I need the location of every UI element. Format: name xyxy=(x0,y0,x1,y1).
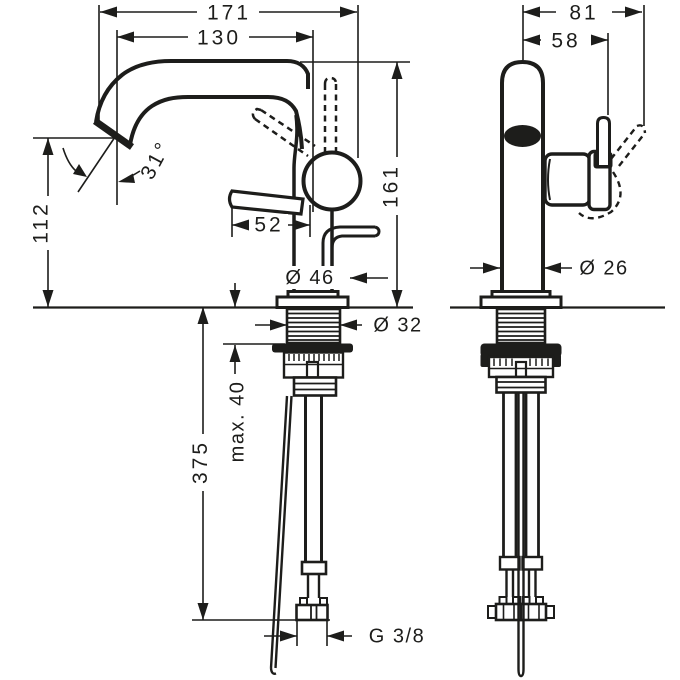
handle-diagonal-dashed xyxy=(251,107,316,158)
dim-label-52: 52 xyxy=(254,214,283,237)
dimension-labels: 171 130 112 161 52 31° Ø 46 Ø 32 max. 40… xyxy=(30,2,628,648)
threaded-shank-right xyxy=(495,307,547,345)
dimension-arrows xyxy=(42,6,642,642)
left-view-side xyxy=(33,59,413,675)
gasket xyxy=(272,343,353,353)
supply-hoses-right-view xyxy=(487,393,555,622)
dim-label-375: 375 xyxy=(189,440,212,484)
pull-rod-right-view xyxy=(517,393,525,678)
angle-arrow xyxy=(118,173,135,183)
dim-label-171: 171 xyxy=(207,2,251,25)
joystick-rod xyxy=(596,115,611,165)
dim-label-dia32: Ø 32 xyxy=(373,315,422,337)
spout-outlet-ellipse xyxy=(504,125,541,147)
popup-rod-hook xyxy=(321,225,381,268)
dim-label-dia26: Ø 26 xyxy=(579,258,628,280)
shank-lower-block-right xyxy=(495,375,547,394)
mounting-nut xyxy=(282,351,345,379)
dim-label-81: 81 xyxy=(569,2,598,25)
supply-hose-left-view xyxy=(295,396,329,622)
mounting-nut-right xyxy=(480,343,562,379)
dim-label-112: 112 xyxy=(30,201,53,243)
base-flange-right xyxy=(479,295,563,309)
dim-label-angle-31: 31° xyxy=(136,137,175,184)
dim-label-161: 161 xyxy=(380,164,403,208)
dim-label-max40: max. 40 xyxy=(227,381,249,463)
label-backgrounds xyxy=(32,2,612,491)
dimension-lines xyxy=(33,5,645,646)
spout-outer-edge xyxy=(94,59,310,123)
dim-label-58: 58 xyxy=(551,30,580,53)
joystick-rod-dashed xyxy=(578,124,647,220)
housing-left-curve xyxy=(547,158,551,201)
body-cylinder xyxy=(500,59,545,292)
joystick-housing xyxy=(543,152,592,207)
threaded-shank xyxy=(285,307,342,345)
flow-direction-arrow xyxy=(73,164,87,177)
spout-inner-edge xyxy=(128,95,304,150)
spout-aerator-face xyxy=(92,118,135,150)
joystick-knob-circle xyxy=(301,150,363,212)
joystick-lever xyxy=(227,189,305,216)
base-flange xyxy=(275,295,350,309)
handle-upright-dashed xyxy=(323,76,338,152)
dim-label-g38: G 3/8 xyxy=(369,626,425,648)
body-left-edge xyxy=(292,114,299,292)
dim-label-130: 130 xyxy=(197,27,241,50)
shank-lower-block xyxy=(292,376,338,397)
pull-rod-left-view xyxy=(269,395,293,675)
right-view-front xyxy=(450,59,665,678)
dim-label-dia46: Ø 46 xyxy=(285,267,334,289)
outlet-angle-annotation xyxy=(62,133,141,193)
